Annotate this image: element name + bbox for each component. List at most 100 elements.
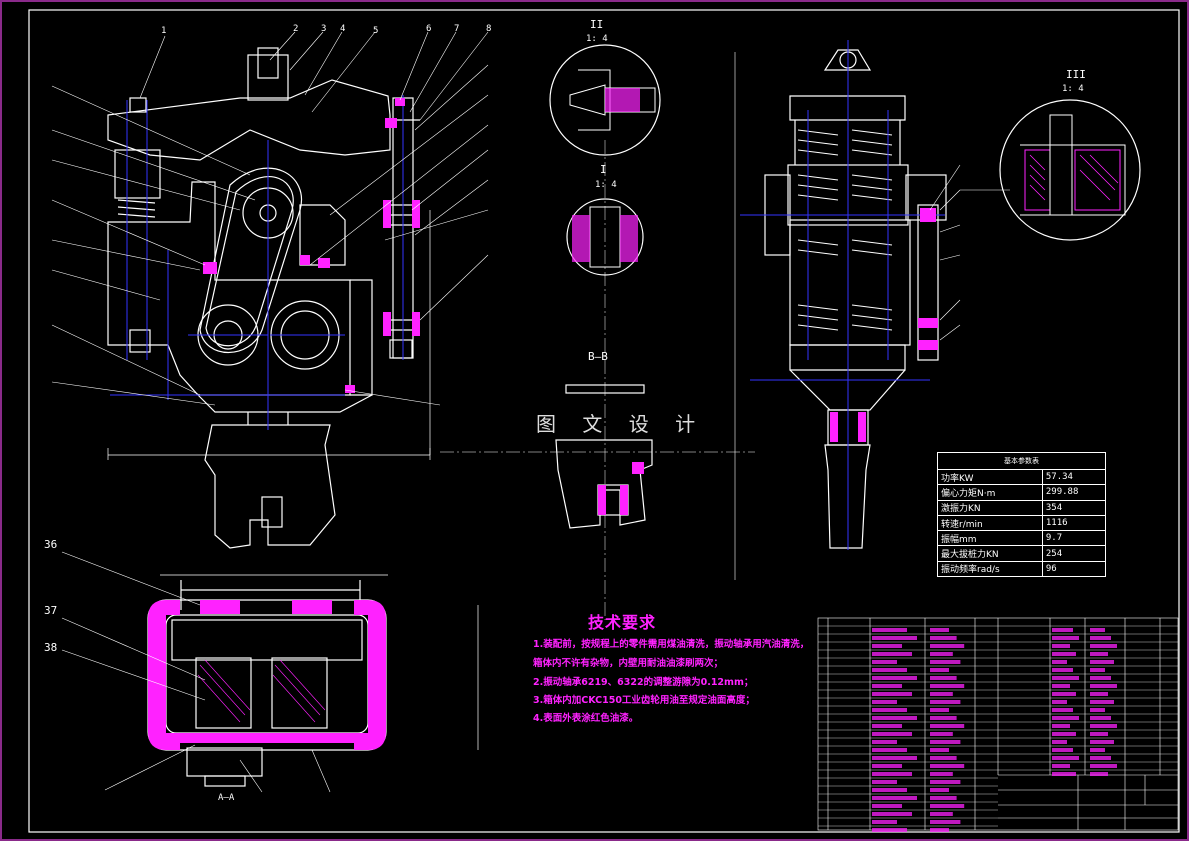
parts-list-entry bbox=[1090, 700, 1114, 704]
parts-list-entry bbox=[930, 700, 961, 704]
parts-list-entry bbox=[930, 796, 957, 800]
parts-list-entry bbox=[930, 660, 961, 664]
parts-list-entry bbox=[1052, 740, 1067, 744]
parts-list-rows bbox=[818, 625, 1178, 832]
parts-list-entry bbox=[872, 804, 902, 808]
parts-list-entry bbox=[1052, 732, 1076, 736]
parts-list-entry bbox=[872, 812, 912, 816]
parts-list-entry bbox=[930, 636, 957, 640]
parts-list-entry bbox=[872, 708, 907, 712]
parts-list-entry bbox=[930, 732, 953, 736]
parts-list-entry bbox=[930, 828, 949, 832]
parts-list-entry bbox=[872, 668, 907, 672]
parts-list-entry bbox=[872, 700, 897, 704]
parts-list-entry bbox=[872, 828, 907, 832]
parts-list-entry bbox=[930, 788, 949, 792]
parts-list-entry bbox=[1090, 660, 1114, 664]
parts-list-entry bbox=[1090, 724, 1117, 728]
parts-list-entry bbox=[930, 668, 949, 672]
parts-list-entry bbox=[872, 644, 902, 648]
parts-list-entry bbox=[1052, 628, 1073, 632]
parts-list-entry bbox=[1090, 772, 1108, 776]
parts-list-entry bbox=[1052, 756, 1079, 760]
parts-list-entry bbox=[1090, 732, 1108, 736]
parts-list-entry bbox=[1090, 652, 1108, 656]
parts-list-entry bbox=[1090, 668, 1105, 672]
parts-list-entry bbox=[930, 708, 949, 712]
parts-list-entry bbox=[872, 724, 902, 728]
parts-list-entry bbox=[1090, 692, 1108, 696]
parts-list-entry bbox=[1052, 748, 1073, 752]
parts-list-entry bbox=[930, 780, 961, 784]
parts-list-entry bbox=[872, 756, 917, 760]
parts-list-entry bbox=[930, 764, 965, 768]
parts-list-entry bbox=[930, 676, 957, 680]
parts-list-entry bbox=[872, 732, 912, 736]
parts-list-entry bbox=[1052, 708, 1073, 712]
detail-iii bbox=[999, 99, 1141, 241]
parts-list-entry bbox=[930, 756, 957, 760]
parts-list-entry bbox=[872, 764, 902, 768]
parts-list-entry bbox=[872, 684, 902, 688]
parts-list-entry bbox=[872, 820, 897, 824]
parts-list-entry bbox=[872, 780, 897, 784]
side-view-fills bbox=[830, 208, 938, 442]
parts-list-entry bbox=[930, 684, 965, 688]
parts-list-entry bbox=[930, 692, 953, 696]
parts-list-entry bbox=[872, 628, 907, 632]
parts-list-entry bbox=[1052, 692, 1076, 696]
parts-list-entry bbox=[930, 652, 953, 656]
parts-list-entry bbox=[1052, 652, 1076, 656]
parts-list-entry bbox=[930, 740, 961, 744]
side-view bbox=[764, 49, 947, 549]
parts-list-entry bbox=[1090, 644, 1117, 648]
side-view-leaders bbox=[929, 164, 1010, 341]
parts-list-entry bbox=[1052, 660, 1067, 664]
parts-list-entry bbox=[1052, 764, 1070, 768]
front-view bbox=[107, 47, 431, 549]
parts-list-entry bbox=[930, 716, 957, 720]
parts-list-entry bbox=[930, 820, 961, 824]
parts-list-entry bbox=[1052, 676, 1079, 680]
section-a-a-leaders bbox=[61, 551, 331, 793]
parts-list-table bbox=[817, 617, 1179, 831]
parts-list-entry bbox=[930, 804, 965, 808]
parts-list-entry bbox=[1090, 740, 1114, 744]
parts-list-entry bbox=[1090, 636, 1111, 640]
parts-list-entry bbox=[1090, 684, 1117, 688]
parts-list-entry bbox=[872, 748, 907, 752]
parts-list-entry bbox=[1090, 676, 1111, 680]
parts-list-entry bbox=[872, 692, 912, 696]
parts-list-entry bbox=[872, 716, 917, 720]
parts-list-entry bbox=[930, 748, 949, 752]
section-b-b-fills bbox=[598, 462, 644, 515]
parts-list-entry bbox=[930, 724, 965, 728]
parts-list-entry bbox=[1090, 628, 1105, 632]
parts-list-entry bbox=[872, 660, 897, 664]
parts-list-entry bbox=[872, 636, 917, 640]
parts-list-entry bbox=[1090, 748, 1105, 752]
parts-list-entry bbox=[1052, 772, 1076, 776]
parts-list-entry bbox=[872, 676, 917, 680]
parts-list-entry bbox=[930, 812, 953, 816]
section-a-a-hatch bbox=[197, 659, 326, 723]
parts-list-entry bbox=[930, 772, 953, 776]
parts-list-entry bbox=[1052, 716, 1079, 720]
parts-list-entry bbox=[1090, 756, 1111, 760]
parts-list-entry bbox=[1052, 668, 1073, 672]
parts-list-entry bbox=[1052, 684, 1070, 688]
parts-list-entry bbox=[872, 796, 917, 800]
parts-list-entry bbox=[1052, 636, 1079, 640]
detail-i bbox=[566, 198, 644, 276]
parts-list-entry bbox=[872, 652, 912, 656]
parts-list-entry bbox=[1090, 716, 1111, 720]
side-view-springs bbox=[797, 129, 893, 331]
detail-ii bbox=[549, 44, 661, 156]
parts-list-entry bbox=[1090, 708, 1105, 712]
parts-list-entry bbox=[872, 788, 907, 792]
parts-list-entry bbox=[1052, 724, 1070, 728]
parts-list-entry bbox=[872, 740, 897, 744]
inner-frame bbox=[28, 9, 1180, 833]
